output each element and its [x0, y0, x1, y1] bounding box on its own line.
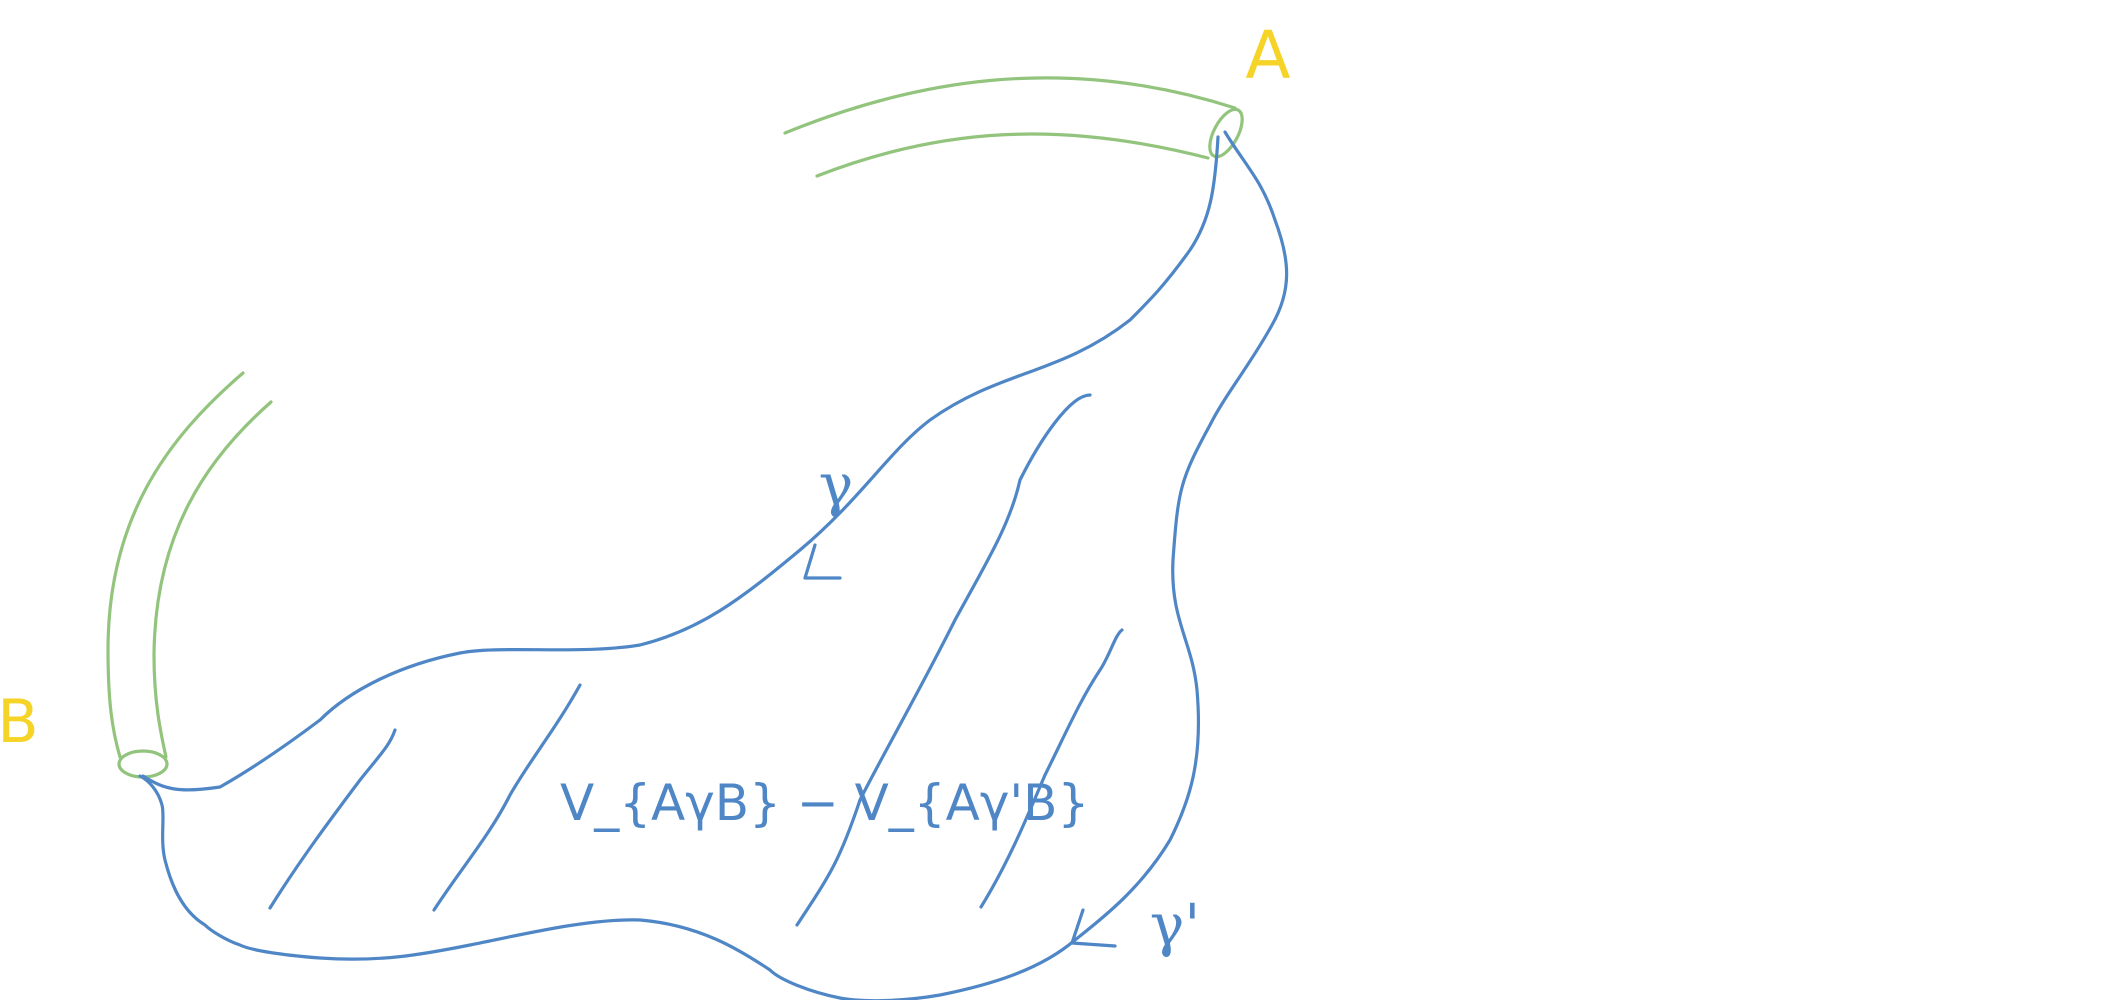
difference-formula: V_{AγB} − V_{Aγ'B}: [560, 774, 1089, 832]
hatch-line: [795, 393, 1092, 927]
hatch-line: [979, 628, 1124, 909]
arrow-gamma-prime-head: [1070, 908, 1117, 948]
tube-a-outer-line: [783, 76, 1237, 135]
tube-b: [106, 371, 273, 779]
label-b: B: [0, 687, 39, 757]
tube-a: [783, 76, 1244, 178]
tube-b-endcap: [117, 749, 169, 779]
label-gamma-prime: γ': [1150, 891, 1201, 959]
hatch-line: [268, 728, 397, 910]
arrow-gamma-prime: [1070, 908, 1117, 948]
label-a: A: [1245, 17, 1290, 94]
tube-b-inner-line: [152, 400, 273, 759]
arrow-gamma-head: [803, 543, 842, 580]
tube-b-outer-line: [106, 371, 245, 759]
label-gamma: γ: [819, 451, 854, 519]
arrow-gamma: [803, 543, 842, 580]
region-hatching: [268, 393, 1124, 927]
tube-a-endcap: [1208, 107, 1244, 159]
path-gamma: [141, 135, 1220, 792]
path-gamma-prime: [138, 130, 1289, 1000]
hatch-line: [432, 683, 582, 912]
tube-a-inner-line: [815, 132, 1210, 178]
